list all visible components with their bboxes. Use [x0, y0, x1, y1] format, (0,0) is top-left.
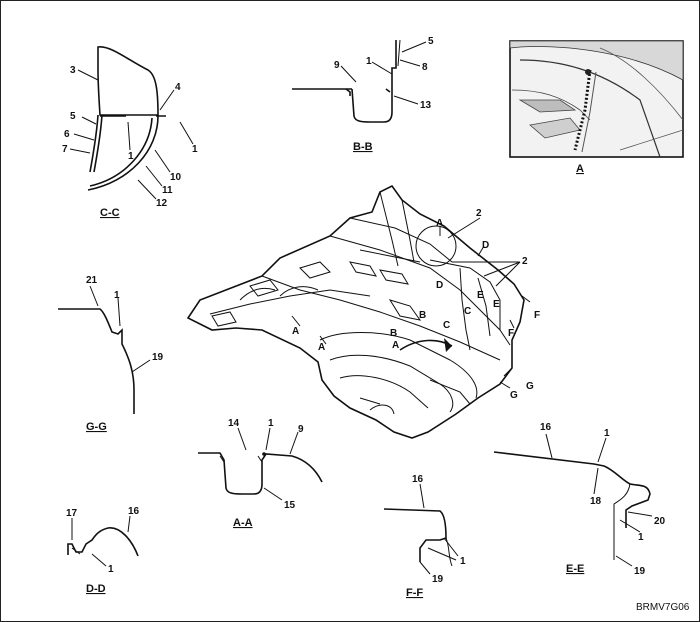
ff-label-1: 1	[460, 556, 466, 567]
gg-label-1: 1	[114, 290, 120, 301]
cc-label-1b: 1	[192, 144, 198, 155]
marker-b-right: B	[419, 310, 426, 321]
gg-profile	[58, 308, 135, 414]
gg-label-19: 19	[152, 352, 164, 363]
view-gg: 21 1 19 G-G	[58, 275, 164, 433]
ff-profile	[383, 508, 447, 562]
ff-label-19: 19	[432, 574, 444, 585]
marker-f-right: F	[534, 310, 540, 321]
marker-c-right: C	[464, 306, 471, 317]
bb-label-13: 13	[420, 100, 432, 111]
marker-g-right: G	[526, 381, 534, 392]
marker-c-left: C	[443, 320, 450, 331]
marker-a-top: A	[436, 218, 443, 229]
aa-label-1: 1	[268, 418, 274, 429]
marker-g-left: G	[510, 390, 518, 401]
cc-label-1a: 1	[128, 151, 134, 162]
ee-label-20: 20	[654, 516, 666, 527]
marker-b-left: B	[390, 328, 397, 339]
dd-label-17: 17	[66, 508, 78, 519]
bb-label-8: 8	[422, 62, 428, 73]
bb-channel	[351, 88, 393, 123]
view-ff: 16 1 19 F-F	[383, 474, 466, 599]
view-aa: 14 1 9 15 A-A	[198, 418, 323, 529]
ee-label-16: 16	[540, 422, 552, 433]
dd-label-1: 1	[108, 564, 114, 575]
ff-label-16: 16	[412, 474, 424, 485]
aa-label-14: 14	[228, 418, 240, 429]
marker-e-left: E	[477, 290, 484, 301]
dd-caption: D-D	[86, 583, 106, 595]
aa-profile	[198, 452, 323, 495]
view-dd: 17 16 1 D-D	[66, 506, 140, 595]
marker-2-right: 2	[522, 256, 528, 267]
cc-label-5: 5	[70, 111, 76, 122]
cc-lower-curve	[87, 115, 159, 191]
marker-f-lower: F	[508, 328, 514, 339]
gg-caption: G-G	[86, 421, 107, 433]
view-cc: 3 4 5 6 7 1 1 10 11 12 C-C	[62, 46, 198, 219]
marker-2-top: 2	[476, 208, 482, 219]
cc-caption: C-C	[100, 207, 120, 219]
ee-label-19: 19	[634, 566, 646, 577]
view-a-detail: A	[509, 40, 684, 175]
cc-panel-outline	[97, 46, 159, 116]
marker-e-right: E	[493, 299, 500, 310]
cc-pillar-left-inner	[93, 114, 103, 173]
bb-label-5: 5	[428, 36, 434, 47]
direction-arrow	[399, 339, 453, 351]
cc-lower-curve-inner	[89, 117, 153, 187]
view-bb: 5 9 1 8 13 B-B	[292, 36, 434, 153]
marker-d-left: D	[436, 280, 443, 291]
view-ee: 16 1 18 20 1 19 E-E	[493, 422, 666, 577]
ff-caption: F-F	[406, 587, 423, 599]
ee-caption: E-E	[566, 563, 584, 575]
bb-caption: B-B	[353, 141, 373, 153]
cc-label-6: 6	[64, 129, 70, 140]
cc-label-7: 7	[62, 144, 68, 155]
dd-profile	[67, 527, 139, 557]
marker-a-center: A	[392, 340, 399, 351]
dd-label-16: 16	[128, 506, 140, 517]
cc-label-10: 10	[170, 172, 182, 183]
ee-label-18: 18	[590, 496, 602, 507]
bb-vertical	[391, 40, 397, 89]
floor-outline	[186, 184, 525, 439]
marker-a-left-top: A	[292, 326, 299, 337]
floor-assembly: A 2 D 2 D E E F C C F B B A A A G G	[186, 184, 540, 439]
cc-pillar-left	[89, 114, 99, 173]
cc-label-3: 3	[70, 65, 76, 76]
marker-d-right: D	[482, 240, 489, 251]
gg-label-21: 21	[86, 275, 98, 286]
marker-a-left-low: A	[318, 342, 325, 353]
cc-label-12: 12	[156, 198, 168, 209]
ee-label-1a: 1	[604, 428, 610, 439]
bb-label-9: 9	[334, 60, 340, 71]
a-detail-caption: A	[576, 163, 584, 175]
bb-label-1: 1	[366, 56, 372, 67]
cc-label-4: 4	[175, 82, 181, 93]
detail-circle-a	[415, 225, 457, 267]
cc-label-11: 11	[162, 185, 173, 196]
ee-profile	[493, 451, 651, 528]
aa-caption: A-A	[233, 517, 253, 529]
aa-label-9: 9	[298, 424, 304, 435]
bb-channel-inner	[345, 88, 391, 96]
ee-label-1b: 1	[638, 532, 644, 543]
drawing-code: BRMV7G06	[636, 602, 690, 613]
aa-label-15: 15	[284, 500, 296, 511]
